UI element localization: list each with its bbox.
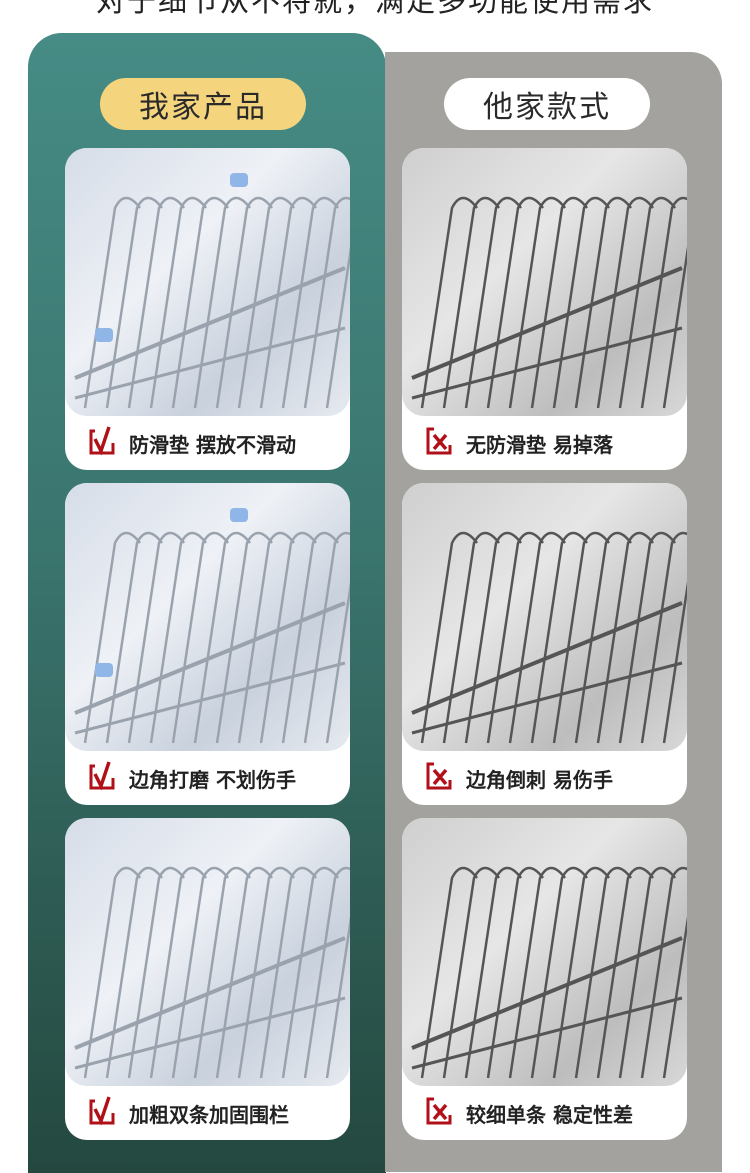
our-product-title: 我家产品 xyxy=(100,78,306,130)
cross-icon xyxy=(424,425,466,462)
product-photo xyxy=(65,148,350,416)
top-caption: 对于细节从不将就，满足多功能使用需求 xyxy=(95,0,654,18)
check-icon xyxy=(87,760,129,797)
theirs-card: 无防滑垫 易掉落 xyxy=(402,148,687,470)
ours-card: 边角打磨 不划伤手 xyxy=(65,483,350,805)
feature-label: 边角倒刺 易伤手 xyxy=(466,767,613,792)
cross-icon xyxy=(424,760,466,797)
ours-card: 防滑垫 摆放不滑动 xyxy=(65,148,350,470)
cross-icon xyxy=(424,1095,466,1132)
product-photo xyxy=(65,483,350,751)
theirs-card: 较细单条 稳定性差 xyxy=(402,818,687,1140)
other-product-title: 他家款式 xyxy=(444,78,650,130)
feature-label: 边角打磨 不划伤手 xyxy=(129,767,296,792)
feature-label: 加粗双条加固围栏 xyxy=(129,1102,289,1127)
feature-label: 无防滑垫 易掉落 xyxy=(466,432,613,457)
product-photo xyxy=(65,818,350,1086)
feature-label: 防滑垫 摆放不滑动 xyxy=(129,432,296,457)
check-icon xyxy=(87,1095,129,1132)
product-photo xyxy=(402,148,687,416)
product-photo xyxy=(402,818,687,1086)
theirs-card: 边角倒刺 易伤手 xyxy=(402,483,687,805)
ours-card: 加粗双条加固围栏 xyxy=(65,818,350,1140)
product-photo xyxy=(402,483,687,751)
feature-label: 较细单条 稳定性差 xyxy=(466,1102,633,1127)
check-icon xyxy=(87,425,129,462)
